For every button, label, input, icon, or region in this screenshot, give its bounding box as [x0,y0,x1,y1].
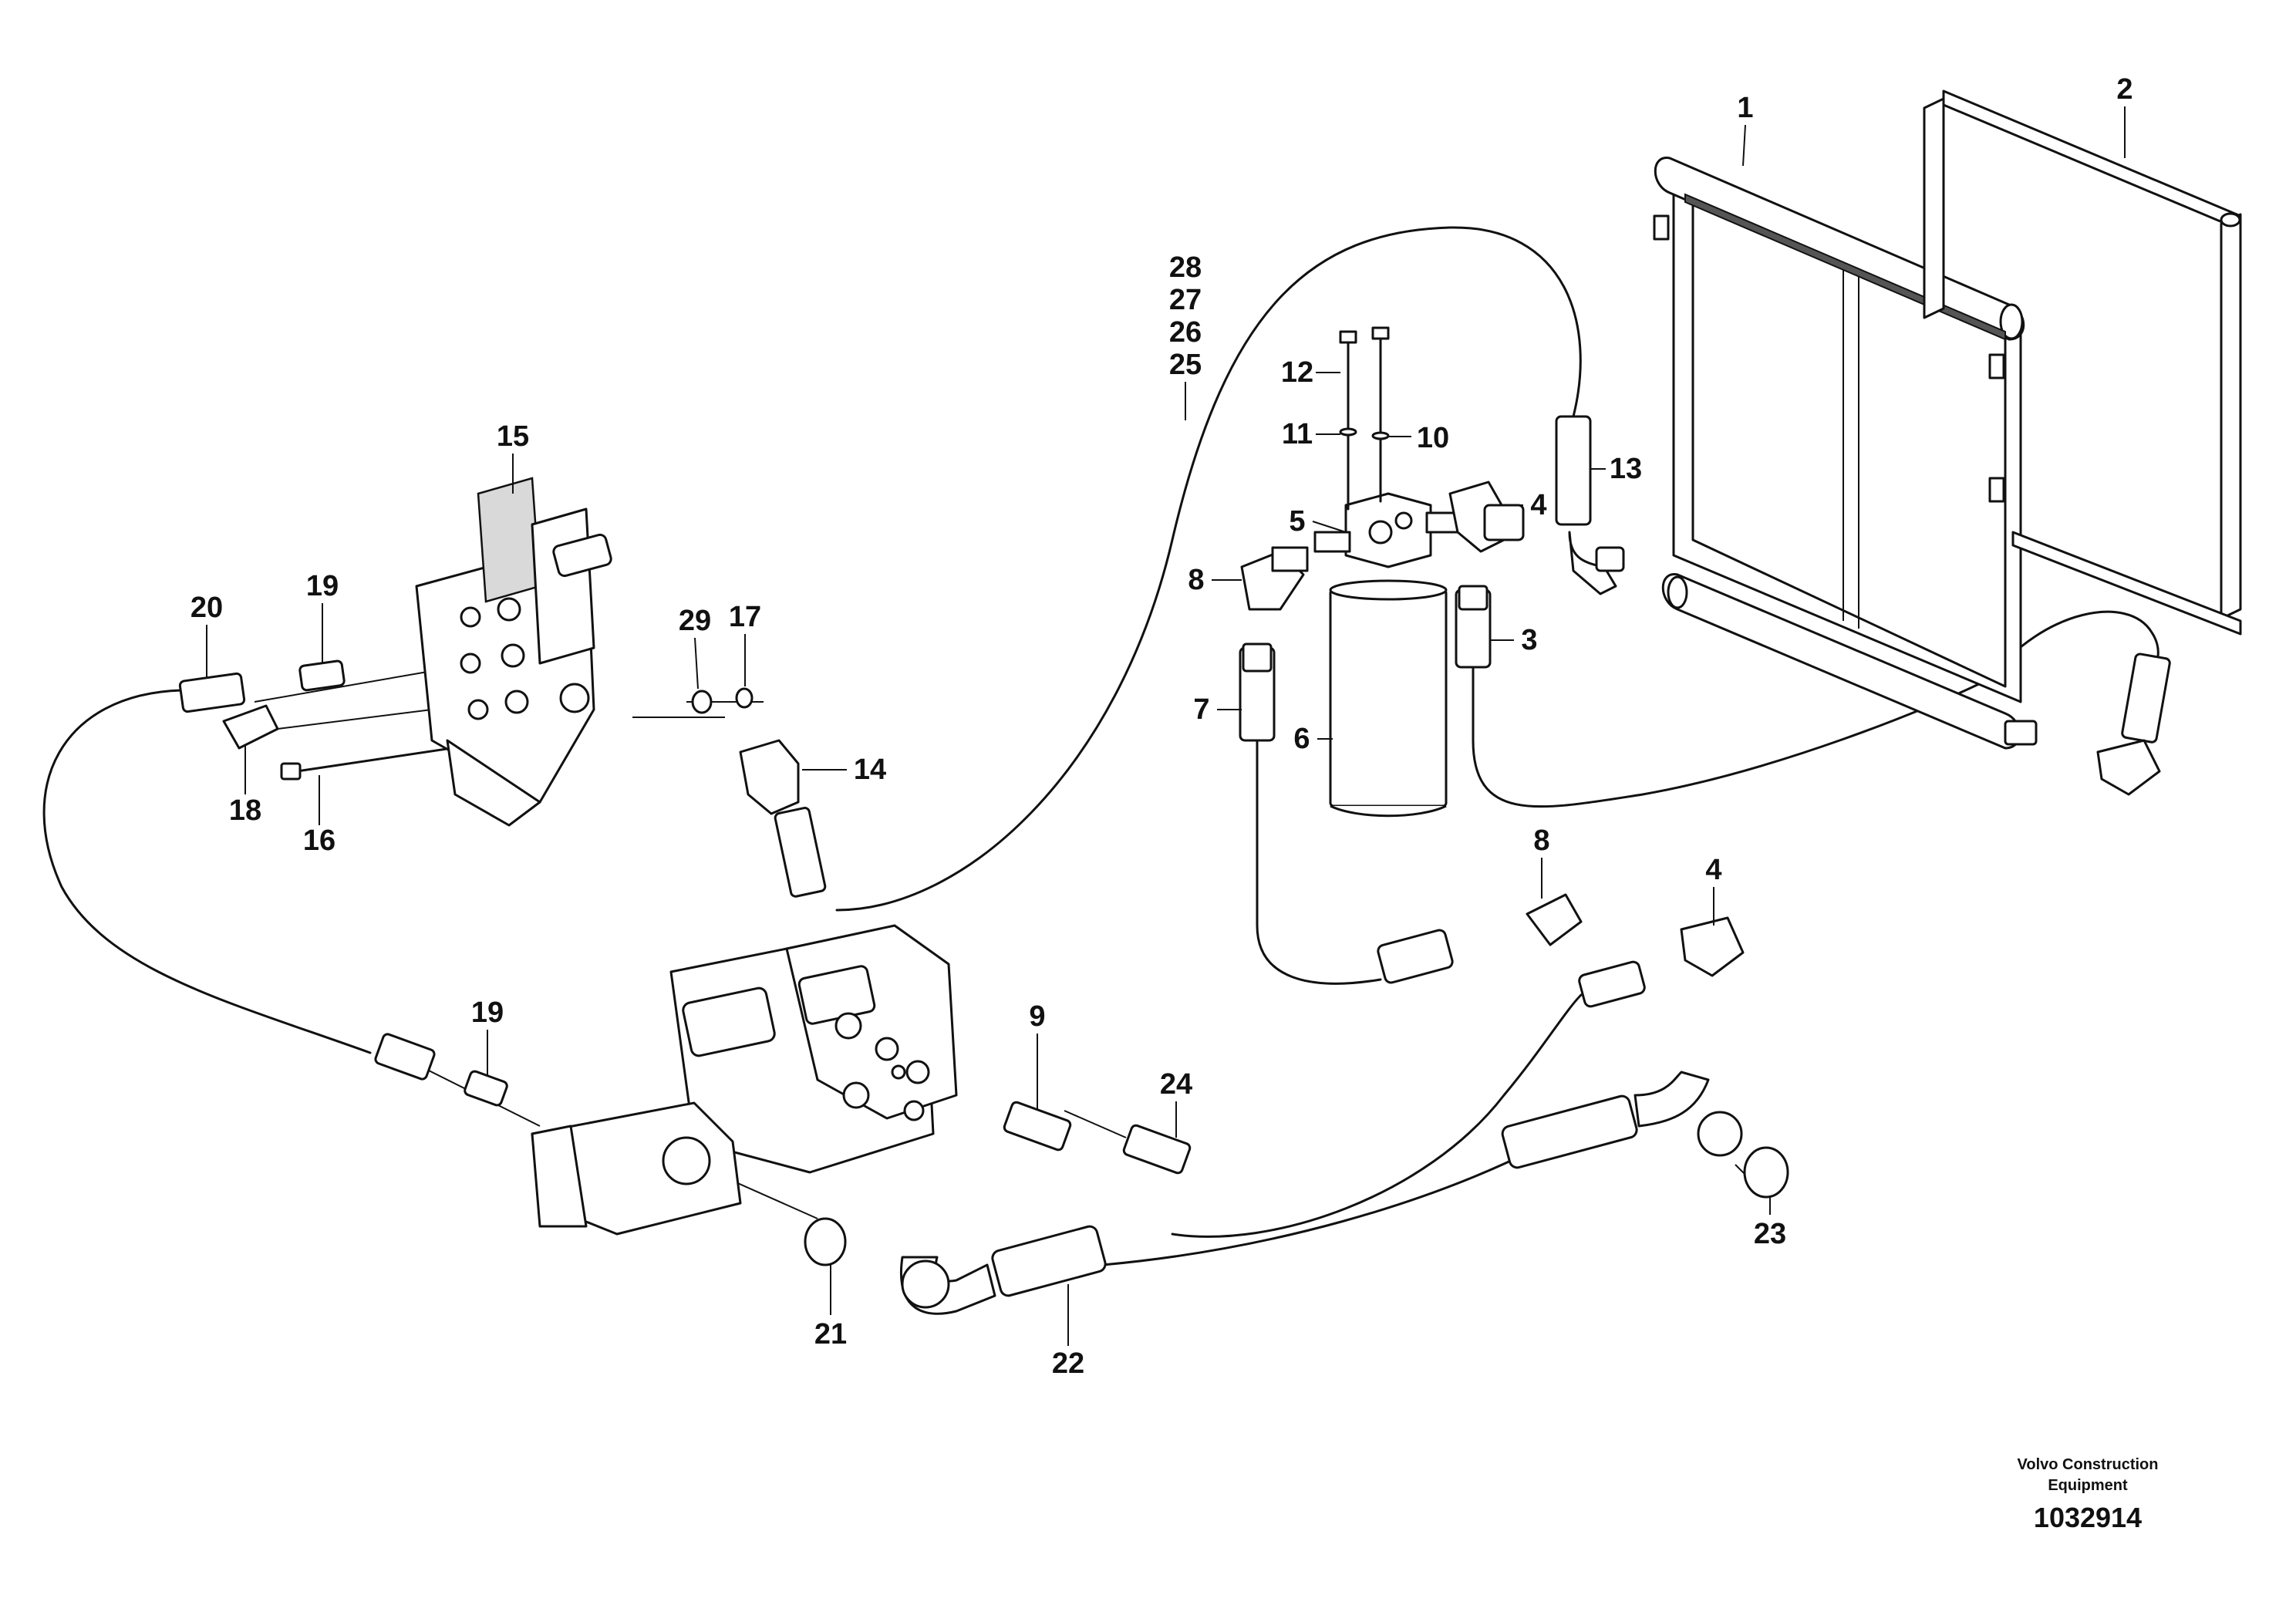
label-5: 5 [1289,505,1305,538]
label-13: 13 [1610,453,1642,485]
hydraulic-pump [531,924,958,1236]
drawing-number: 1032914 [2034,1502,2142,1533]
axis-20 [254,670,433,703]
label-17: 17 [729,601,761,633]
cooler [1653,157,2025,750]
credit-block: Volvo Construction Equipment 1032914 [2018,1456,2159,1533]
hose-24 [1171,993,1583,1238]
label-15: 15 [497,420,529,453]
label-29: 29 [679,605,711,637]
hose-3-cooler [1472,662,1991,808]
label-3: 3 [1521,624,1537,656]
label-20: 20 [190,592,223,624]
axis-9 [1064,1110,1127,1138]
filter-assembly [1313,326,1459,818]
hose-20-19 [42,689,372,1054]
hose-lines [42,226,2159,1266]
label-11: 11 [1282,418,1313,450]
label-4-upper: 4 [1530,489,1546,521]
label-4-lower: 4 [1705,854,1721,886]
hose-22 [1101,1148,1536,1266]
callout-labels: 1 2 3 4 4 5 6 7 8 8 9 10 11 12 13 14 15 … [190,73,2133,1380]
label-19-lower: 19 [471,996,504,1029]
label-14: 14 [854,754,886,786]
credit-line2: Equipment [2048,1477,2128,1494]
label-10: 10 [1417,422,1449,454]
label-21: 21 [814,1318,847,1351]
label-23: 23 [1754,1218,1786,1250]
label-19-upper: 19 [306,570,339,602]
label-18: 18 [229,794,261,827]
control-valve [415,477,612,827]
label-7: 7 [1193,693,1209,726]
hose-25-28 [835,226,1582,912]
hose-7-8 [1256,739,1382,985]
label-12: 12 [1281,356,1313,389]
label-2: 2 [2116,73,2132,106]
label-8-upper: 8 [1188,564,1204,596]
axis-18 [277,709,433,730]
label-16: 16 [303,824,335,857]
label-25: 25 [1169,349,1202,381]
label-27: 27 [1169,284,1202,316]
label-24: 24 [1160,1068,1192,1101]
label-8-lower: 8 [1533,824,1549,857]
seal-strips [1923,89,2242,636]
label-22: 22 [1052,1347,1084,1380]
label-9: 9 [1029,1000,1045,1033]
label-6: 6 [1293,723,1310,755]
label-26: 26 [1169,316,1202,349]
fittings [178,415,2171,1315]
label-1: 1 [1737,92,1753,124]
label-28: 28 [1169,251,1202,284]
credit-line1: Volvo Construction [2018,1456,2159,1473]
